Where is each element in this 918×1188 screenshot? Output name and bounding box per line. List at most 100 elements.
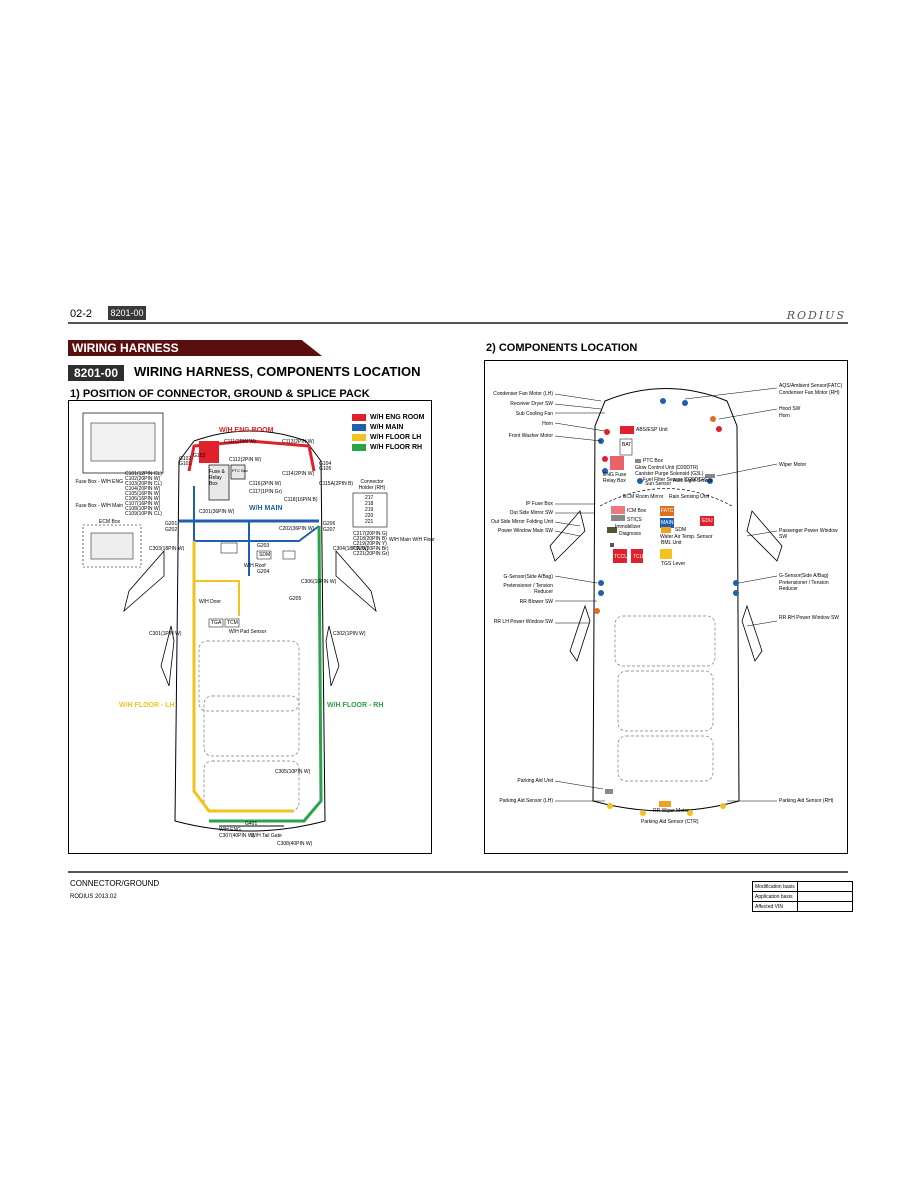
connector-label: C109(10PIN CL) [125, 511, 162, 517]
legend-label: W/H MAIN [370, 424, 404, 431]
ground-label: G104 [319, 461, 332, 467]
section-badge: 8201-00 [68, 365, 124, 381]
vehicle-components-drawing [549, 387, 783, 816]
connector-label: C201(36PIN W) [199, 509, 235, 515]
callout-label: Sub Cooling Fan [515, 411, 553, 417]
wh-label: W/H Roof [244, 563, 266, 569]
connector-label: C307(40PIN W) [219, 833, 255, 839]
connector-label: C202(36PIN W) [279, 526, 315, 532]
connector-label: C220(20PIN Br) [353, 546, 389, 552]
fuse-box-callout-eng: Fuse Box - W/H ENG [75, 479, 123, 485]
callout-label: Condenser Fan Motor (LH) [493, 391, 553, 397]
connector-label: C303(18PIN W) [149, 546, 185, 552]
tcm-label: TCM [227, 620, 238, 626]
components-location-diagram: Condenser Fan Motor (LH) Receiver Dryer … [484, 360, 848, 854]
ground-label: G206 [323, 521, 336, 527]
holder-slot: 220 [365, 513, 374, 519]
connector-label: C219(20PIN Y) [353, 541, 387, 547]
callout-label: Parking Aid Unit [517, 778, 553, 784]
callout-label: Horn [542, 421, 553, 427]
legend-swatch [352, 443, 366, 451]
component-label: Auto Light Sensor [673, 478, 713, 484]
component-label: SDM [675, 527, 687, 533]
connector-label: C305(10PIN W) [275, 769, 311, 775]
connector-label: C217(20PIN G) [353, 531, 388, 537]
revision-info-table: Modification basis Application basis Aff… [752, 881, 853, 912]
legend-label: W/H ENG ROOM [370, 414, 425, 421]
legend-swatch [352, 413, 366, 421]
component-label: FATC [661, 508, 674, 514]
label-eng-room: W/H ENG ROOM [219, 427, 274, 434]
connector-label: C101(12PIN CL) [125, 471, 162, 477]
connector-label: C308(40PIN W) [277, 841, 313, 847]
ground-label: G204 [257, 569, 270, 575]
connector-label: C221(20PIN Gr) [353, 551, 390, 557]
callout-label: Horn [779, 413, 790, 419]
component-label: ABS/ESP Unit [636, 427, 668, 433]
ground-label: G105 [319, 466, 332, 472]
ground-label: G103 [193, 453, 206, 459]
callout-label: Condenser Fan Motor (RH) [779, 390, 840, 396]
callout-label: Front Washer Motor [508, 433, 553, 439]
ground-label: G101 [179, 461, 192, 467]
harness-legend: W/H ENG ROOM W/H MAIN W/H FLOOR LH W/H F… [352, 413, 428, 453]
component-label: ICM Box [627, 508, 647, 514]
component-label: ECM Room Mirror [623, 494, 664, 500]
callout-label: AQS/Ambient Sensor(FATC) [779, 383, 843, 389]
section-banner: WIRING HARNESS [68, 340, 322, 356]
header-rule [68, 322, 848, 324]
ecm-box-label: ECM Box [99, 519, 121, 525]
component-label: Canister Purge Solenoid (G3L) [635, 471, 704, 477]
callout-label: Receiver Dryer SW [510, 401, 553, 407]
legend-floor-lh: W/H FLOOR LH [352, 433, 421, 442]
table-row: Modification basis [752, 881, 853, 892]
legend-label: W/H FLOOR RH [370, 444, 423, 451]
fuse-relay-box: Fuse & Relay Box [209, 469, 225, 487]
component-label: RR Wiper Motor [653, 808, 689, 814]
component-label: ENG Fuse Relay Box [603, 472, 627, 484]
component-label: TCU [633, 554, 644, 560]
callout-label: G-Sensor(Side A/Bag) [779, 573, 829, 579]
label-main: W/H MAIN [249, 505, 283, 512]
fuse-box-callout-main: Fuse Box - W/H Main [75, 503, 123, 509]
component-label: Diagnosis [619, 531, 641, 537]
footer-subtitle: RODIUS 2013.02 [70, 894, 117, 900]
ground-label: G207 [323, 527, 336, 533]
tga-label: TGA [211, 620, 222, 626]
ground-label: G102 [179, 456, 192, 462]
connector-label: C106(16PIN W) [125, 496, 161, 502]
footer-rule [68, 871, 848, 873]
wh-label: W/H Tail Gate [251, 833, 282, 839]
component-label: Fuel Filter Sensor (D20DTR) [643, 477, 707, 483]
connector-label: C304(18PIN W) [333, 546, 369, 552]
connector-label: C117(1PIN Gr) [249, 489, 282, 495]
legend-swatch [352, 433, 366, 441]
component-label: Sun Sensor [645, 481, 672, 487]
callout-label: Pretensioner / Tension Reducer [779, 580, 829, 592]
callout-label: RR Blower SW [519, 599, 553, 605]
ground-label: G201 [165, 521, 178, 527]
ground-label: G202 [165, 527, 178, 533]
component-label: PTC Box [643, 458, 664, 464]
wh-label: W/H ENG [219, 827, 241, 833]
holder-slot: 217 [365, 495, 374, 501]
connector-label: C118(16PIN B) [284, 497, 318, 503]
legend-label: W/H FLOOR LH [370, 434, 422, 441]
callout-label: G-Sensor(Side A/Bag) [503, 574, 553, 580]
left-panel-title: 1) POSITION OF CONNECTOR, GROUND & SPLIC… [70, 388, 370, 400]
connector-label: C105(16PIN W) [125, 491, 161, 497]
right-panel-title: 2) COMPONENTS LOCATION [486, 342, 638, 354]
connector-label: C302(1PIN W) [333, 631, 366, 637]
callout-label: Out Side Mirror Folding Unit [491, 519, 553, 525]
callout-label: Parking Aid Sensor (RH) [779, 798, 834, 804]
ptc-box: PTC Box [232, 468, 249, 473]
footer-title: CONNECTOR/GROUND [70, 879, 160, 888]
component-label: Water Air Temp. Sensor [660, 534, 713, 540]
legend-eng-room: W/H ENG ROOM [352, 413, 424, 422]
component-label: Immobilizer [615, 524, 641, 530]
callout-label: Pretensioner / Tension Reducer [503, 583, 553, 595]
legend-floor-rh: W/H FLOOR RH [352, 443, 422, 452]
connector-label: C306(10PIN W) [301, 579, 337, 585]
callout-label: IP Fuse Box [525, 501, 553, 507]
holder-slot: 221 [365, 519, 374, 525]
